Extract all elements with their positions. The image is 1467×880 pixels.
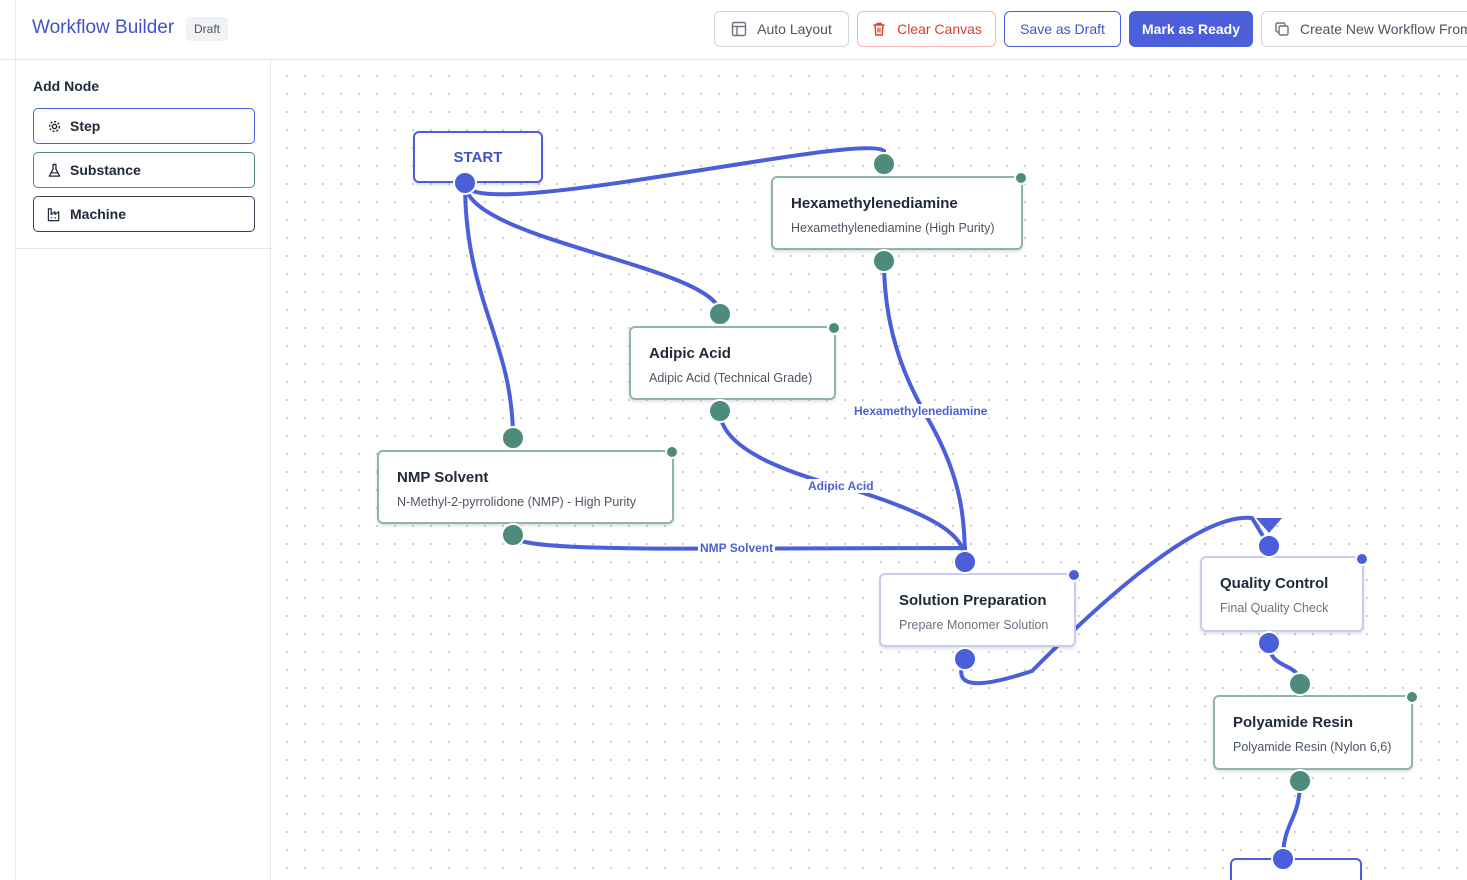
auto-layout-label: Auto Layout [757, 21, 832, 37]
node-subtitle: N-Methyl-2-pyrrolidone (NMP) - High Puri… [397, 495, 636, 509]
quality-control-input-handle[interactable] [1257, 534, 1281, 558]
node-polyamide-resin[interactable]: Polyamide Resin Polyamide Resin (Nylon 6… [1213, 695, 1413, 770]
polyamide-resin-corner-handle[interactable] [1405, 690, 1419, 704]
node-title: Adipic Acid [649, 345, 731, 362]
edge-label-hexamethylenediamine: Hexamethylenediamine [852, 404, 990, 418]
add-substance-button[interactable]: Substance [33, 152, 255, 188]
nmp-solvent-output-handle[interactable] [501, 523, 525, 547]
edge-arrowhead [1256, 518, 1282, 533]
top-toolbar: Workflow Builder Draft Auto Layout Clear… [0, 0, 1467, 60]
node-title: Quality Control [1220, 575, 1329, 592]
adipic-acid-output-handle[interactable] [708, 399, 732, 423]
flask-icon [47, 163, 62, 178]
edge-start-nmp-solvent [463, 181, 515, 440]
edge-label-adipic-acid: Adipic Acid [806, 479, 876, 493]
node-title: NMP Solvent [397, 469, 489, 486]
hexamethylenediamine-corner-handle[interactable] [1014, 171, 1028, 185]
quality-control-output-handle[interactable] [1257, 631, 1281, 655]
node-solution-preparation[interactable]: Solution Preparation Prepare Monomer Sol… [879, 573, 1076, 647]
add-machine-button[interactable]: Machine [33, 196, 255, 232]
add-machine-label: Machine [70, 206, 127, 222]
node-title: Solution Preparation [899, 592, 1047, 609]
divider [16, 248, 272, 249]
node-title: Hexamethylenediamine [791, 195, 958, 212]
node-nmp-solvent[interactable]: NMP Solvent N-Methyl-2-pyrrolidone (NMP)… [377, 450, 674, 524]
edge-solution-quality [959, 515, 1271, 686]
edge-label-nmp-solvent: NMP Solvent [698, 541, 776, 555]
factory-icon [47, 207, 62, 222]
node-subtitle: Final Quality Check [1220, 601, 1329, 615]
add-substance-label: Substance [70, 162, 141, 178]
node-adipic-acid[interactable]: Adipic Acid Adipic Acid (Technical Grade… [629, 326, 836, 400]
quality-control-corner-handle[interactable] [1355, 552, 1369, 566]
node-subtitle: Hexamethylenediamine (High Purity) [791, 221, 995, 235]
mark-ready-button[interactable]: Mark as Ready [1129, 11, 1253, 47]
adipic-acid-corner-handle[interactable] [827, 321, 841, 335]
status-badge: Draft [186, 17, 229, 41]
clear-canvas-button[interactable]: Clear Canvas [857, 11, 996, 47]
create-new-workflow-button[interactable]: Create New Workflow From [1261, 11, 1467, 47]
next-step-input-handle[interactable] [1271, 847, 1295, 871]
node-next-step-partial[interactable] [1230, 858, 1362, 880]
solution-preparation-corner-handle[interactable] [1067, 568, 1081, 582]
node-subtitle: Prepare Monomer Solution [899, 618, 1049, 632]
start-output-handle[interactable] [453, 171, 477, 195]
copy-icon [1274, 21, 1290, 37]
solution-preparation-input-handle[interactable] [953, 550, 977, 574]
polyamide-resin-output-handle[interactable] [1288, 769, 1312, 793]
divider [15, 0, 16, 60]
save-draft-label: Save as Draft [1020, 21, 1105, 37]
gear-icon [47, 119, 62, 134]
adipic-acid-input-handle[interactable] [708, 302, 732, 326]
mark-ready-label: Mark as Ready [1141, 21, 1241, 37]
node-quality-control[interactable]: Quality Control Final Quality Check [1200, 556, 1364, 632]
node-subtitle: Adipic Acid (Technical Grade) [649, 371, 813, 385]
workflow-canvas[interactable]: Hexamethylenediamine Adipic Acid NMP Sol… [272, 61, 1467, 880]
edge-start-adipic-acid [463, 181, 722, 316]
add-step-button[interactable]: Step [33, 108, 255, 144]
node-hexamethylenediamine[interactable]: Hexamethylenediamine Hexamethylenediamin… [771, 176, 1023, 250]
solution-preparation-output-handle[interactable] [953, 647, 977, 671]
save-draft-button[interactable]: Save as Draft [1004, 11, 1121, 47]
start-label: START [453, 148, 503, 166]
edge-start-hexamethylenediamine [463, 146, 886, 197]
nmp-solvent-corner-handle[interactable] [665, 445, 679, 459]
node-subtitle: Polyamide Resin (Nylon 6,6) [1233, 740, 1392, 754]
hexamethylenediamine-input-handle[interactable] [872, 152, 896, 176]
sidebar: Add Node Step Substance Machine [15, 60, 272, 880]
auto-layout-button[interactable]: Auto Layout [714, 11, 849, 47]
sidebar-title: Add Node [33, 78, 100, 94]
hexamethylenediamine-output-handle[interactable] [872, 249, 896, 273]
nmp-solvent-input-handle[interactable] [501, 426, 525, 450]
app-title: Workflow Builder [32, 17, 175, 38]
clear-canvas-label: Clear Canvas [897, 21, 982, 37]
layout-icon [731, 21, 747, 37]
edge-hexamethylenediamine-solution [882, 259, 967, 564]
edges-layer [463, 146, 1302, 861]
trash-icon [871, 21, 887, 37]
start-node[interactable]: START [413, 131, 543, 183]
create-new-workflow-label: Create New Workflow From [1300, 21, 1467, 37]
polyamide-resin-input-handle[interactable] [1288, 672, 1312, 696]
node-title: Polyamide Resin [1233, 714, 1354, 731]
add-step-label: Step [70, 118, 101, 134]
